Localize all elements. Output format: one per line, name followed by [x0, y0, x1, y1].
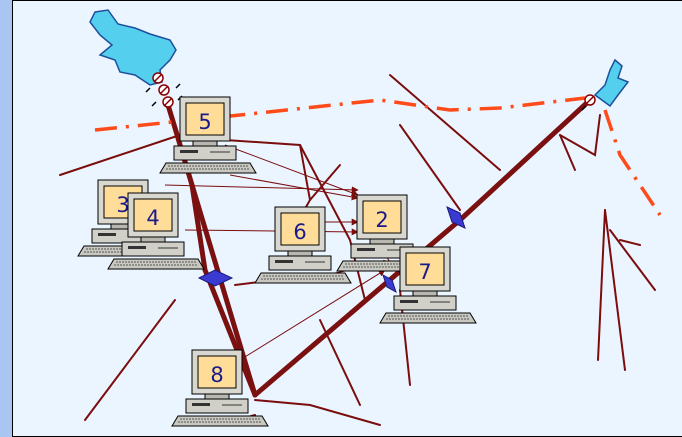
watershed-boundary: [94, 96, 662, 216]
junction-diamond-icon: [382, 273, 397, 294]
data-link-arrows: [164, 144, 391, 361]
computer-icon: 6: [254, 206, 352, 284]
junction-diamond-icon: [197, 269, 234, 287]
lake-icon: [89, 9, 177, 86]
computer-label: 4: [146, 206, 159, 230]
junction-diamond-icon: [446, 206, 466, 229]
computer-label: 3: [116, 193, 129, 217]
computer-label: 6: [293, 220, 306, 244]
tributary-network: [59, 74, 656, 426]
computer-icon: 5: [159, 96, 257, 174]
lake-icon: [593, 58, 630, 108]
computer-label: 5: [198, 110, 211, 134]
computer-label: 8: [210, 363, 223, 387]
left-strip: [0, 0, 12, 437]
computer-icon: 3: [77, 179, 175, 257]
computer-label: 2: [375, 208, 388, 232]
computer-icon: 4: [107, 192, 205, 270]
computer-icon: 7: [379, 246, 477, 324]
computer-icon: 8: [171, 349, 269, 427]
dam-icon: [581, 94, 596, 111]
computer-label: 7: [418, 260, 431, 284]
computer-icon: 2: [336, 194, 434, 272]
